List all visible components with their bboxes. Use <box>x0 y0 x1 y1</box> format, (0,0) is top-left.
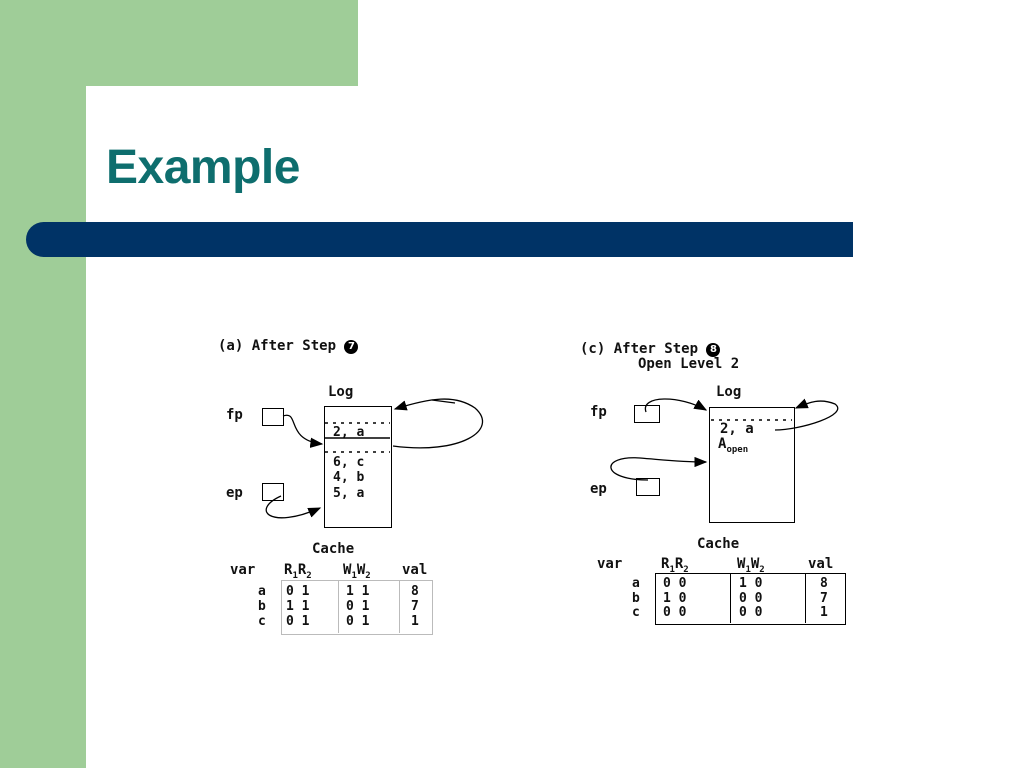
panel-c-cache-header-r: R1R2 <box>661 556 689 575</box>
panel-c-cache-table <box>655 573 846 625</box>
cache-var: b <box>632 591 640 606</box>
panel-a-fp-arrow <box>282 414 324 448</box>
panel-a-log-entry: 6, c <box>333 455 365 470</box>
panel-c-ep-label: ep <box>590 481 607 497</box>
cache-var: a <box>258 584 266 599</box>
cache-r: 0 0 <box>663 605 687 620</box>
panel-a-log-entry: 4, b <box>333 470 365 485</box>
panel-a-cache-header-var: var <box>230 562 256 578</box>
panel-a-log-entry: 5, a <box>333 486 365 501</box>
cache-val: 8 <box>411 584 419 599</box>
decor-white-corner <box>86 86 166 166</box>
panel-a-cache-divider <box>338 580 339 633</box>
panel-c-cache-header-w: W1W2 <box>737 556 765 575</box>
panel-a-log-entry: 2, a <box>333 425 365 440</box>
panel-c-log-box <box>709 407 795 523</box>
panel-c-cache-divider <box>805 573 806 623</box>
cache-val: 8 <box>820 576 828 591</box>
cache-w: 0 1 <box>346 599 370 614</box>
panel-a-cache-header-w: W1W2 <box>343 562 371 581</box>
cache-var: b <box>258 599 266 614</box>
step-number-icon: 8 <box>706 343 721 357</box>
panel-c-fp-box <box>634 405 660 423</box>
cache-w: 0 1 <box>346 614 370 629</box>
panel-c-ep-box <box>636 478 660 496</box>
panel-a-ep-label: ep <box>226 485 243 501</box>
panel-a-cache-header-val: val <box>402 562 428 578</box>
cache-r: 0 1 <box>286 584 310 599</box>
panel-a-fp-label: fp <box>226 407 243 423</box>
panel-c-log-open-entry: Aopen <box>718 436 749 455</box>
slide-title: Example <box>106 141 300 194</box>
panel-a-heading: (a) After Step 7 <box>218 338 359 354</box>
panel-c-fp-label: fp <box>590 404 607 420</box>
panel-c-heading: (c) After Step 8 <box>580 341 721 357</box>
cache-r: 0 0 <box>663 576 687 591</box>
cache-var: c <box>632 605 640 620</box>
cache-r: 0 1 <box>286 614 310 629</box>
panel-a-cache-table <box>281 580 433 635</box>
panel-c-cache-label: Cache <box>697 536 740 552</box>
panel-c-cache-header-val: val <box>808 556 834 572</box>
panel-c-log-entry: 2, a <box>720 421 754 437</box>
cache-val: 1 <box>411 614 419 629</box>
cache-w: 1 1 <box>346 584 370 599</box>
panel-c-loop-arrow <box>774 398 839 431</box>
cache-val: 7 <box>820 591 828 606</box>
cache-r: 1 0 <box>663 591 687 606</box>
title-underline-bar <box>26 222 853 257</box>
step-number-icon: 7 <box>344 340 359 354</box>
cache-var: a <box>632 576 640 591</box>
panel-a-fp-box <box>262 408 284 426</box>
cache-w: 1 0 <box>739 576 763 591</box>
panel-a-cache-divider <box>399 580 400 633</box>
cache-var: c <box>258 614 266 629</box>
panel-a-log-box <box>324 406 392 528</box>
panel-c-cache-divider <box>730 573 731 623</box>
panel-c-fp-arrow <box>644 398 708 413</box>
cache-w: 0 0 <box>739 605 763 620</box>
panel-a-cache-header-r: R1R2 <box>284 562 312 581</box>
panel-c-ep-arrow <box>610 456 708 481</box>
decor-green-left <box>0 0 86 768</box>
panel-a-ep-arrow <box>265 495 322 519</box>
cache-val: 7 <box>411 599 419 614</box>
cache-r: 1 1 <box>286 599 310 614</box>
panel-a-cache-label: Cache <box>312 541 355 557</box>
panel-c-log-label: Log <box>716 384 742 400</box>
cache-w: 0 0 <box>739 591 763 606</box>
panel-a-loop-arrow <box>431 399 456 404</box>
panel-c-subheading: Open Level 2 <box>638 356 740 372</box>
panel-c-cache-header-var: var <box>597 556 623 572</box>
panel-a-loop-arrow <box>392 398 484 449</box>
cache-val: 1 <box>820 605 828 620</box>
panel-a-log-label: Log <box>328 384 354 400</box>
